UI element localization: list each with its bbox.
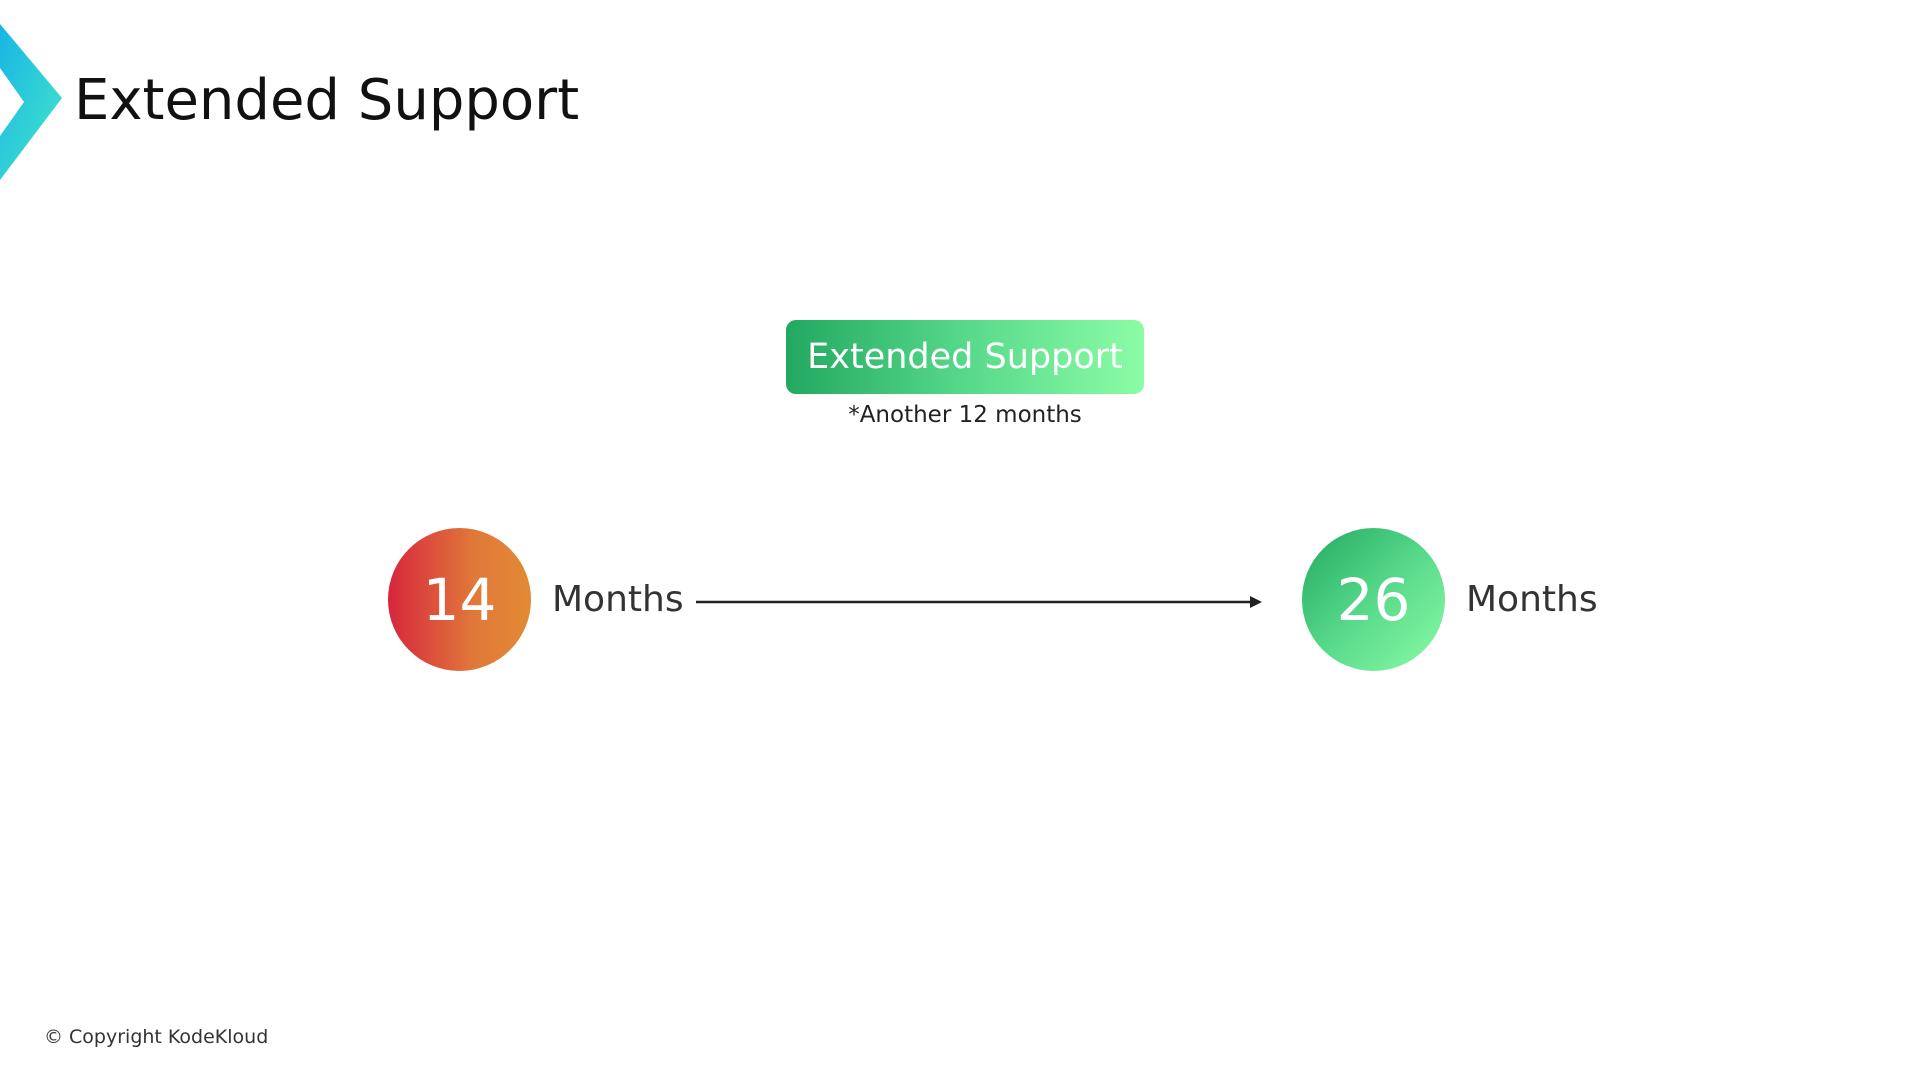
- end-months-label: Months: [1466, 579, 1598, 620]
- extended-support-badge: Extended Support: [786, 320, 1144, 394]
- end-months-value: 26: [1336, 565, 1411, 634]
- badge-label: Extended Support: [807, 337, 1123, 377]
- timeline-arrow-icon: [696, 596, 1262, 608]
- start-months-value: 14: [422, 565, 497, 634]
- end-months-circle: 26: [1302, 528, 1445, 671]
- copyright-text: © Copyright KodeKloud: [44, 1026, 269, 1048]
- start-months-circle: 14: [388, 528, 531, 671]
- start-months-label: Months: [552, 579, 684, 620]
- page-title: Extended Support: [74, 68, 580, 133]
- badge-note: *Another 12 months: [848, 402, 1082, 428]
- brand-chevron-icon: [0, 24, 62, 180]
